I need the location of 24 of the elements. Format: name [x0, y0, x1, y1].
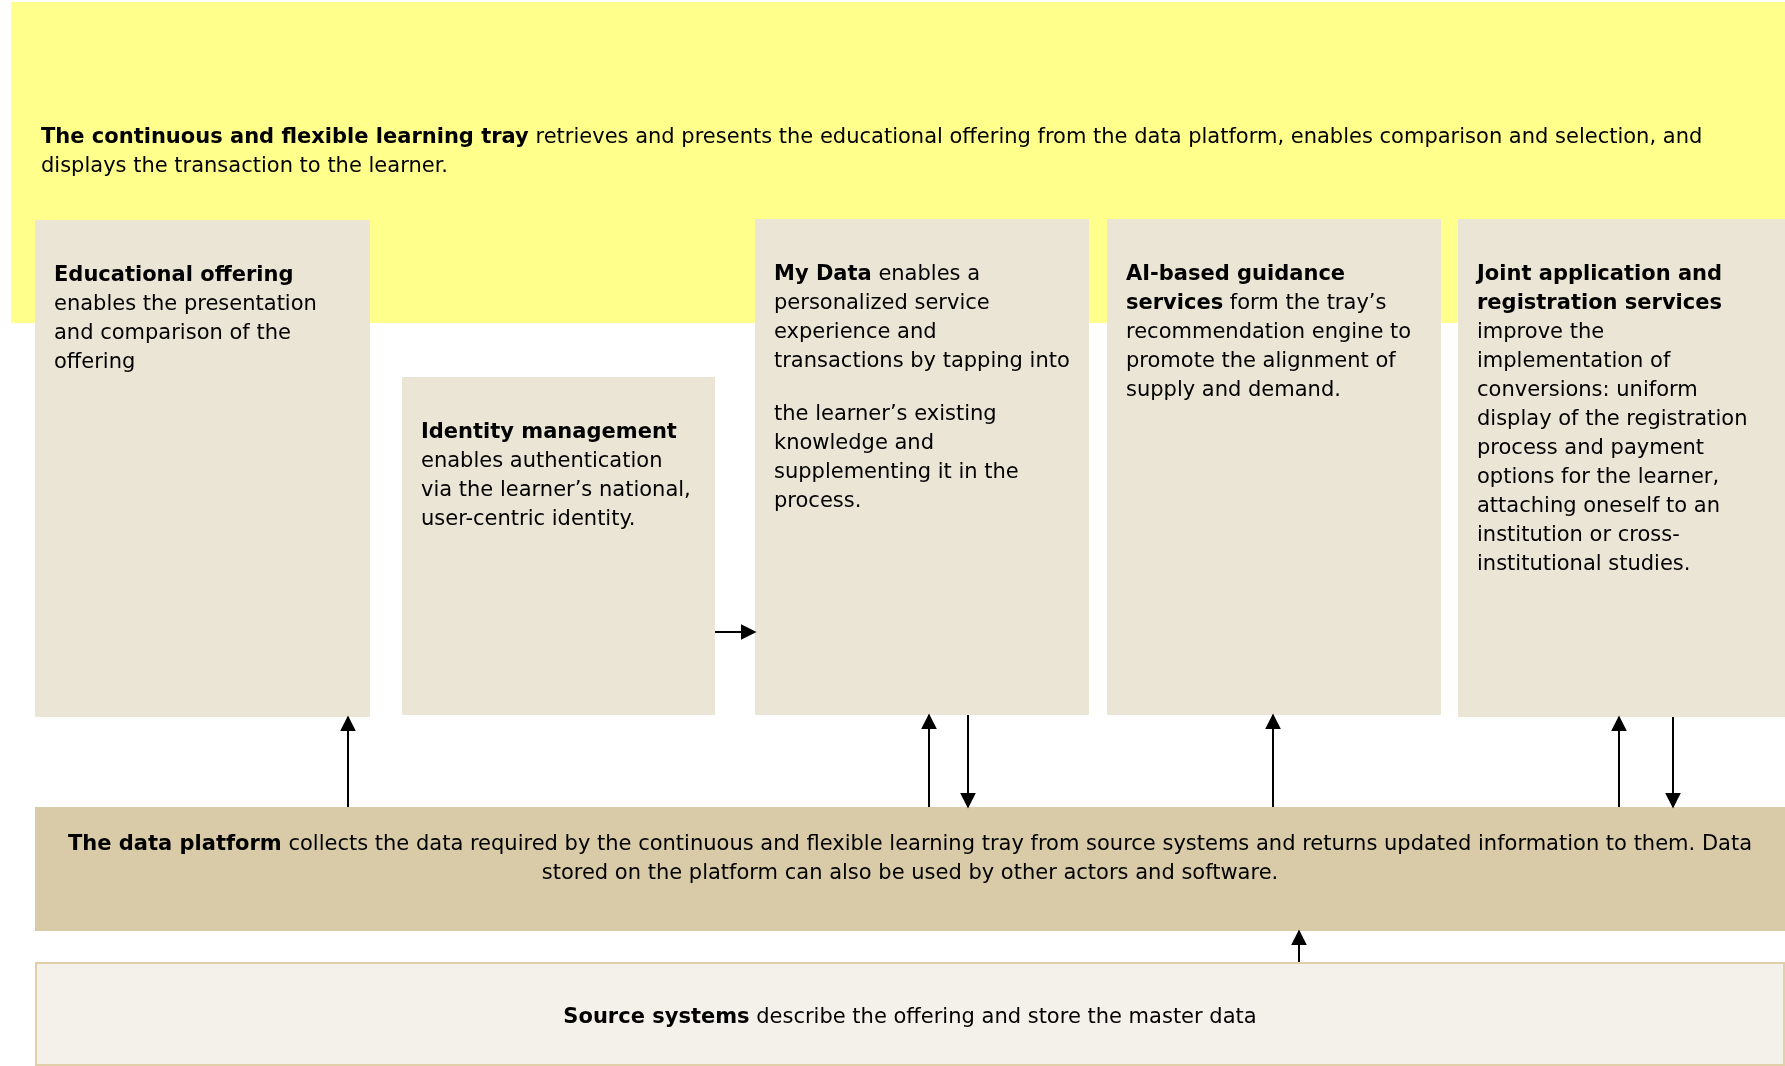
arrow: [340, 715, 356, 808]
arrow: [714, 624, 757, 640]
arrow: [1265, 713, 1281, 808]
description-text: Educational offering enables the presentation and comparison of the offering: [54, 261, 318, 375]
description-text: Identity management enables authentication via the learner’s national, user-centric identity.: [421, 418, 692, 532]
description-text: Joint application and registration services improve the implementation of conversions: uniform display of the registration process and payment options for the learner, attaching oneself to an institution or cross-institutional studies.: [1477, 260, 1749, 577]
platform-band: [35, 807, 1785, 931]
arrow: [1291, 929, 1307, 963]
description-text: AI-based guidance services form the tray’s recommendation engine to promote the alignment of supply and demand.: [1126, 260, 1413, 403]
description-text: My Data enables a personalized service experience and transactions by tapping into: [774, 260, 1070, 374]
component-card: [402, 377, 715, 715]
description-text: Source systems describe the offering and store the master data: [562, 1003, 1258, 1030]
arrow: [1611, 715, 1627, 808]
description-text: The data platform collects the data required by the continuous and flexible learning tray from source systems and returns updated information to them. Data stored on the platform can also be used by other actors and software.: [66, 830, 1754, 886]
description-text: the learner’s existing knowledge and supplementing it in the process.: [774, 400, 1020, 514]
component-card: [755, 219, 1089, 715]
component-card: [35, 220, 370, 717]
source-band: [35, 962, 1785, 1066]
arrow: [960, 714, 976, 809]
description-text: The continuous and flexible learning tray retrieves and presents the educational offering from the data platform, enables comparison and selection, and displays the transaction to the learner.: [41, 123, 1704, 179]
arrow: [1665, 716, 1681, 809]
component-card: [1107, 219, 1441, 715]
arrow: [921, 713, 937, 808]
component-card: [1458, 219, 1785, 717]
